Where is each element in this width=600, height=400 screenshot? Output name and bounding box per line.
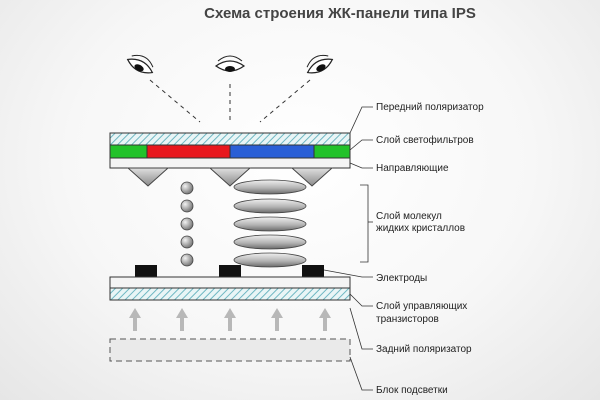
viewer-eye-left-icon (126, 54, 154, 74)
lc-molecule-ball (180, 181, 194, 195)
front-polarizer-layer (109, 132, 351, 146)
sight-lines (149, 79, 311, 123)
lc-molecules-elongated (233, 179, 307, 268)
lc-molecule-ball (180, 217, 194, 231)
label-guides: Направляющие (376, 163, 449, 174)
lc-molecule-ellipse (233, 179, 307, 195)
label-color-filter: Слой светофильтров (376, 134, 474, 146)
label-transistor-line2: транзисторов (376, 314, 439, 325)
label-backlight: Блок подсветки (376, 385, 448, 396)
guide-plate (109, 157, 351, 169)
light-arrow-icon (176, 308, 188, 331)
label-rear-polarizer: Задний поляризатор (376, 344, 472, 355)
guide-triangles (126, 167, 334, 187)
light-arrow-icon (129, 308, 141, 331)
electrode (219, 265, 241, 277)
label-transistor-line1: Слой управляющих (376, 301, 467, 312)
guide-triangle (290, 167, 334, 187)
guide-triangle (126, 167, 170, 187)
filter-green-left (109, 144, 148, 159)
viewer-eye-right-icon (306, 54, 334, 74)
lc-molecule-ellipse (233, 198, 307, 214)
light-arrow-icon (224, 308, 236, 331)
light-arrow-icon (271, 308, 283, 331)
lc-molecule-ball (180, 235, 194, 249)
transistor-plate (109, 276, 351, 289)
lc-molecule-ellipse (233, 234, 307, 250)
lc-molecules-spherical (180, 181, 194, 267)
rear-polarizer-layer (109, 287, 351, 301)
lc-molecule-ellipse (233, 252, 307, 268)
filter-red (146, 144, 231, 159)
guide-triangle (208, 167, 252, 187)
filter-blue (229, 144, 315, 159)
lc-molecule-ellipse (233, 216, 307, 232)
label-lc-layer-line1: Слой молекул (376, 211, 442, 222)
light-arrows (129, 308, 331, 331)
viewer-eye-center-icon (214, 55, 246, 72)
filter-green-right (313, 144, 351, 159)
backlight-block (109, 338, 351, 362)
diagram-title: Схема строения ЖК-панели типа IPS (204, 5, 476, 22)
electrodes (135, 265, 324, 277)
label-lc-layer-line2: жидких кристаллов (376, 223, 465, 234)
leader-lines (323, 106, 373, 391)
label-front-polarizer: Передний поляризатор (376, 102, 484, 113)
electrode (302, 265, 324, 277)
color-filter-layer (109, 144, 351, 159)
electrode (135, 265, 157, 277)
lc-molecule-ball (180, 199, 194, 213)
lc-molecule-ball (180, 253, 194, 267)
label-electrodes: Электроды (376, 273, 427, 284)
light-arrow-icon (319, 308, 331, 331)
